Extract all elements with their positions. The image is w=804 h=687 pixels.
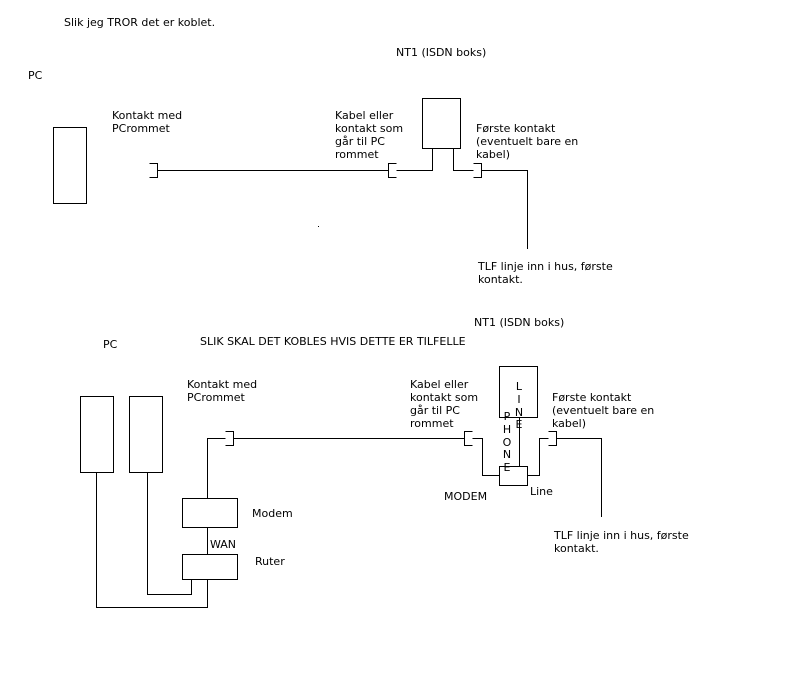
bottom-first-socket-label: Første kontakt(eventuelt bare en kabel) [552,391,655,430]
bottom-pc-box-1 [80,396,114,473]
bottom-phone-line [556,438,602,517]
line-vertical-text: L I N E [514,380,524,432]
top-wall-socket [149,163,158,178]
bottom-first-socket [548,431,557,446]
top-cable-socket [388,163,397,178]
router-label: Ruter [255,555,285,568]
bottom-nt1-box [499,366,538,418]
bottom-title: SLIK SKAL DET KOBLES HVIS DETTE ER TILFE… [200,335,466,348]
phone-vertical-text: P H O N E [502,410,512,475]
bottom-nt1-label: NT1 (ISDN boks) [474,316,565,329]
top-pc-box [53,127,87,204]
bottom-pc-box-2 [129,396,163,473]
top-first-socket-label: Første kontakt(eventuelt bare en kabel) [476,122,579,161]
bottom-wall-socket [225,431,234,446]
isdn-modem-label: MODEM [444,490,488,503]
modem-label: Modem [252,507,293,520]
modem-box [182,498,238,528]
top-nt1-pc-wire [396,148,433,171]
top-nt1-box [422,98,461,149]
pc1-to-router-wire [96,472,208,608]
top-first-socket [473,163,482,178]
top-pc-label: PC [28,69,43,82]
pc2-to-router-wire [147,472,192,595]
top-phone-line [481,170,528,249]
top-nt1-label: NT1 (ISDN boks) [396,46,487,59]
modem-line-wire [527,438,549,476]
router-box [182,554,238,580]
cable-to-modem-wire [472,438,499,476]
top-nt1-line-wire [453,148,474,171]
top-title: Slik jeg TROR det er koblet. [64,16,216,29]
wan-label: WAN [210,538,237,551]
bottom-cable-socket [464,431,473,446]
bottom-pc-label: PC [103,338,118,351]
modem-to-socket-wire [207,438,226,498]
line-port-label: Line [530,485,553,498]
stray-dot [318,226,319,227]
